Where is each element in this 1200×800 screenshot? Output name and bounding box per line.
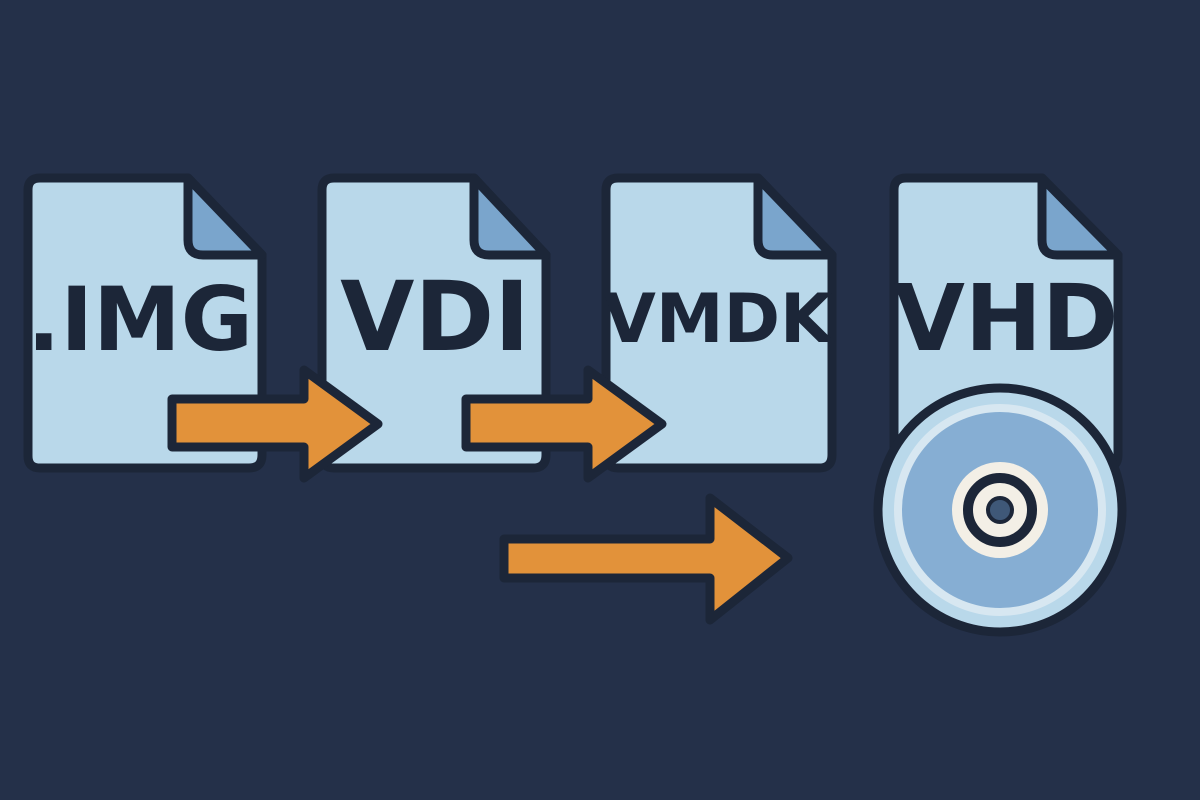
arrow-right-icon xyxy=(167,365,383,483)
file-label: VDI xyxy=(340,261,530,373)
arrow-right-icon xyxy=(461,365,667,483)
arrow-right-icon xyxy=(499,493,793,625)
file-vmdk: VMDK xyxy=(601,173,837,473)
file-label: .IMG xyxy=(27,268,253,371)
file-icon xyxy=(601,173,837,473)
file-label: VHD xyxy=(894,265,1119,372)
disc-icon xyxy=(873,383,1127,637)
file-label: VMDK xyxy=(603,280,835,359)
